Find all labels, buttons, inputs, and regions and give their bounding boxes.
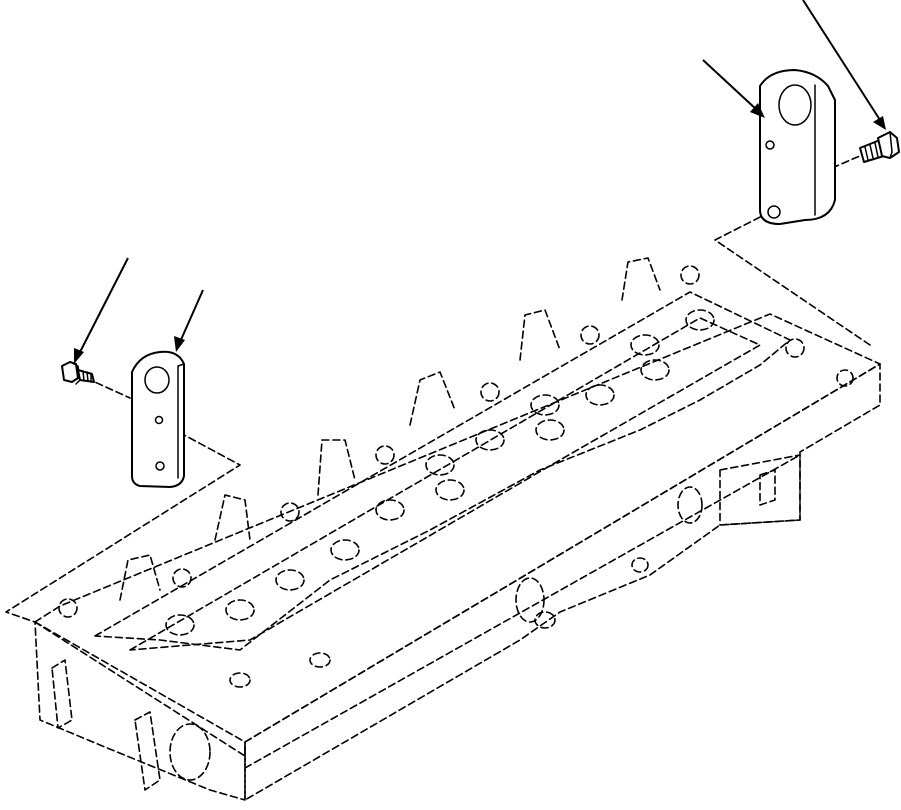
face-boss-1	[534, 611, 556, 629]
tower-5	[519, 309, 561, 361]
rear-bracket-small-hole	[765, 140, 775, 150]
boss-3	[280, 502, 300, 522]
front-bracket-edge	[177, 363, 185, 479]
boss-5	[480, 382, 500, 402]
rear-bracket-body	[759, 69, 836, 225]
face-slot-1	[134, 711, 161, 791]
cylinder-head	[34, 257, 881, 801]
boss-1	[58, 598, 78, 618]
tower-2	[214, 494, 251, 541]
front-assembly-line	[5, 421, 241, 623]
boss-6	[580, 325, 600, 345]
tower-1	[119, 554, 161, 601]
leader-rear-bracket	[702, 59, 758, 111]
port-15	[229, 672, 251, 688]
front-bracket-large-hole	[144, 366, 170, 394]
boss-9	[836, 369, 854, 387]
port-12	[630, 334, 660, 356]
boss-8	[785, 338, 805, 358]
rear-assembly-line	[714, 211, 871, 346]
rear-bracket-bolt	[859, 131, 900, 163]
leader-front-bolt	[77, 257, 129, 357]
port-14	[685, 309, 715, 331]
port-5	[375, 499, 405, 521]
arrow-rear-bolt	[873, 116, 886, 130]
front-bracket-small-hole	[154, 415, 164, 425]
front-bracket-body	[131, 350, 185, 488]
front-bolt-thread	[82, 370, 92, 383]
rear-bracket-large-hole	[778, 84, 812, 126]
port-13	[640, 359, 670, 381]
end-block	[719, 454, 801, 526]
port-10	[535, 419, 565, 441]
face-port-2	[515, 577, 545, 623]
port-8	[475, 429, 505, 451]
tower-3	[317, 439, 356, 496]
tower-6	[621, 257, 661, 301]
rear-bolt-flat	[889, 131, 893, 159]
face-port-1	[169, 723, 211, 781]
rear-bracket-bottom-hole	[767, 205, 781, 219]
face-slot-2	[51, 659, 73, 729]
face-boss-2	[631, 557, 649, 573]
port-2	[225, 599, 255, 621]
face-port-3	[677, 486, 703, 524]
port-3	[275, 569, 305, 591]
arrow-front-bracket	[174, 336, 185, 352]
port-1	[165, 614, 195, 636]
port-9	[530, 394, 560, 416]
head-inner-outline-2	[129, 317, 761, 651]
assembly-lines	[5, 154, 871, 623]
arrow-front-bolt	[74, 348, 84, 364]
rear-bolt-head	[877, 131, 900, 159]
tower-4	[409, 371, 456, 426]
boss-7	[680, 265, 700, 285]
port-circles	[165, 309, 715, 688]
port-11	[585, 384, 615, 406]
rear-bolt-line	[831, 154, 863, 169]
front-bracket-bolt	[61, 361, 95, 385]
leader-front-bracket	[179, 289, 204, 343]
end-tab	[759, 469, 776, 506]
arrow-rear-bracket	[750, 103, 765, 118]
rear-bolt-thread	[864, 142, 879, 161]
boss-4	[375, 445, 395, 465]
head-bottom-edge	[244, 454, 801, 769]
head-end-face	[34, 621, 246, 801]
front-bolt-line	[85, 377, 131, 399]
port-6	[435, 479, 465, 501]
leader-rear-bolt	[802, 0, 881, 121]
head-front-face	[244, 363, 881, 801]
port-16	[309, 652, 331, 668]
front-bracket-bottom-hole	[155, 461, 165, 471]
leaders	[74, 0, 886, 364]
port-7	[425, 454, 455, 476]
port-4	[330, 539, 360, 561]
front-lifting-bracket	[131, 350, 185, 488]
rear-lifting-bracket	[759, 69, 836, 225]
front-bolt-head	[61, 361, 79, 383]
head-inner-outline	[94, 291, 791, 651]
boss-2	[172, 568, 192, 588]
